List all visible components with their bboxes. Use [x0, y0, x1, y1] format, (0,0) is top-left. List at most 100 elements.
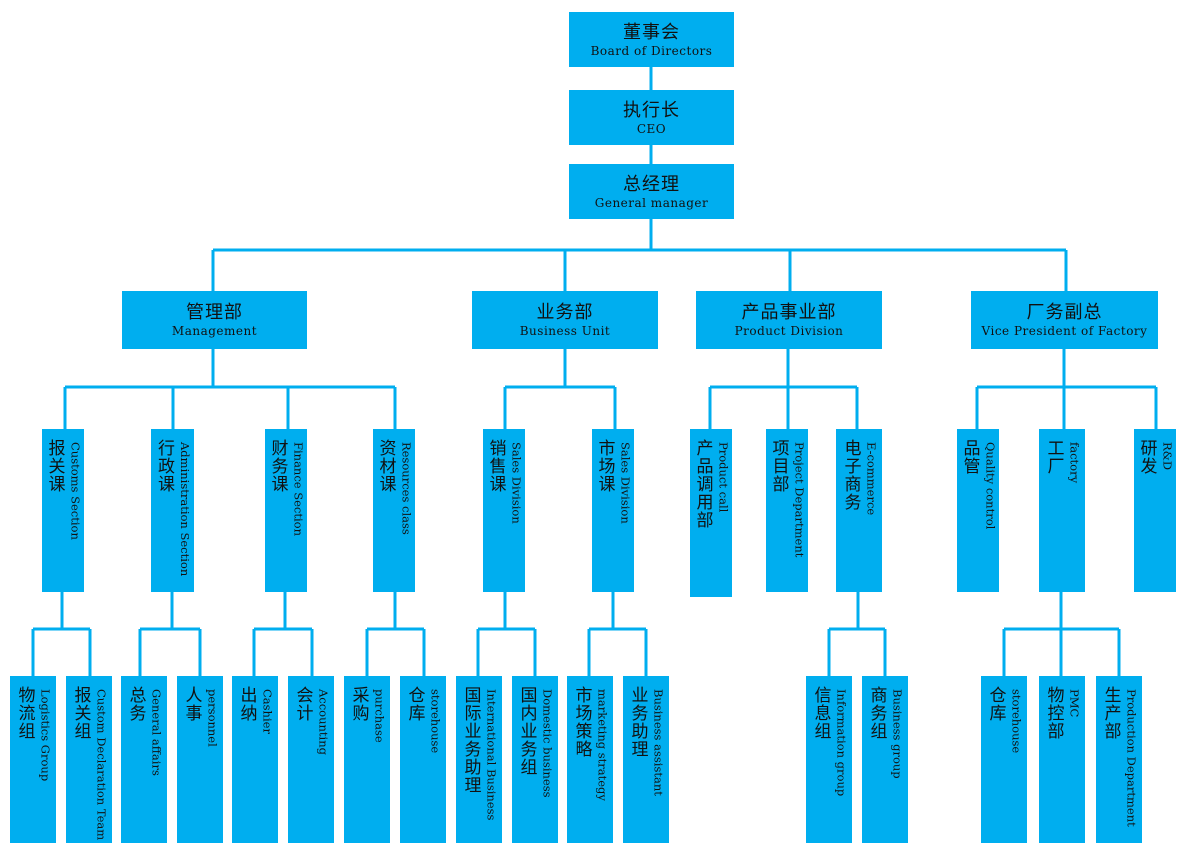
node-business-assistant: 业务助理 Business assistant: [623, 676, 669, 843]
node-label-en: Customs Section: [68, 442, 83, 540]
node-accounting: 会计 Accounting: [288, 676, 334, 843]
node-label-en: Sales Division: [618, 442, 633, 524]
node-label-en: General manager: [594, 195, 709, 210]
node-label-en: Finance Section: [291, 442, 306, 536]
node-label-cn: 电子商务: [840, 439, 861, 511]
node-quality-control: 品管 Quality control: [957, 429, 999, 592]
node-label-en: Business assistant: [651, 689, 666, 796]
node-label-en: Production Department: [1124, 689, 1139, 827]
node-label-en: Information group: [834, 689, 849, 797]
node-label-en: PMC: [1067, 689, 1082, 718]
node-board-of-directors: 董事会 Board of Directors: [569, 12, 734, 67]
node-factory: 工厂 factory: [1039, 429, 1085, 592]
node-label-en: Accounting: [316, 689, 331, 755]
node-rd: 研发 R&D: [1134, 429, 1176, 592]
node-label-en: CEO: [636, 121, 667, 136]
node-label-cn: 商务组: [866, 686, 887, 740]
node-label-cn: 市场策略: [571, 686, 592, 758]
node-product-division: 产品事业部 Product Division: [696, 291, 882, 349]
node-label-en: storehouse: [428, 689, 443, 754]
node-label-cn: 会计: [292, 686, 313, 722]
node-label-cn: 执行长: [623, 99, 680, 121]
node-label-en: International Business: [484, 689, 499, 821]
node-label-en: purchase: [372, 689, 387, 743]
node-label-cn: 市场课: [594, 439, 615, 493]
node-label-cn: 研发: [1136, 439, 1157, 475]
node-label-en: Product Division: [734, 324, 844, 338]
node-label-en: Project Department: [792, 442, 807, 558]
node-label-cn: 国内业务组: [516, 686, 537, 776]
node-finance-section: 财务课 Finance Section: [265, 429, 307, 592]
node-label-cn: 生产部: [1100, 686, 1121, 740]
node-label-cn: 物流组: [14, 686, 35, 740]
node-label-cn: 仓库: [404, 686, 425, 722]
node-ceo: 执行长 CEO: [569, 90, 734, 145]
node-label-cn: 出纳: [236, 686, 257, 722]
node-label-cn: 物控部: [1043, 686, 1064, 740]
node-label-en: Domestic business: [540, 689, 555, 798]
node-general-manager: 总经理 General manager: [569, 164, 734, 219]
node-label-cn: 采购: [348, 686, 369, 722]
node-project-department: 项目部 Project Department: [766, 429, 808, 592]
node-label-cn: 资材课: [375, 439, 396, 493]
node-label-cn: 信息组: [810, 686, 831, 740]
node-administration-section: 行政课 Administration Section: [151, 429, 194, 592]
node-label-cn: 财务课: [267, 439, 288, 493]
node-label-cn: 业务部: [536, 302, 594, 323]
node-sales-division: 销售课 Sales Division: [483, 429, 525, 592]
node-business-unit: 业务部 Business Unit: [472, 291, 658, 349]
node-label-cn: 报关课: [44, 439, 65, 493]
node-label-cn: 工厂: [1043, 439, 1064, 475]
node-label-en: marketing strategy: [595, 689, 610, 801]
node-custom-declaration-team: 报关组 Custom Declaration Team: [66, 676, 112, 843]
node-international-business: 国际业务助理 International Business: [456, 676, 502, 843]
node-customs-section: 报关课 Customs Section: [42, 429, 84, 592]
node-label-cn: 产品调用部: [692, 439, 713, 529]
node-purchase: 采购 purchase: [344, 676, 390, 843]
node-label-en: Product call: [716, 442, 731, 513]
node-label-cn: 销售课: [485, 439, 506, 493]
node-label-cn: 董事会: [623, 21, 680, 43]
node-storehouse: 仓库 storehouse: [400, 676, 446, 843]
node-pmc: 物控部 PMC: [1039, 676, 1085, 843]
node-label-cn: 报关组: [70, 686, 91, 740]
node-label-en: E-commerce: [864, 442, 879, 516]
node-label-cn: 项目部: [768, 439, 789, 493]
node-label-cn: 总务: [125, 686, 146, 722]
node-label-en: Sales Division: [509, 442, 524, 524]
node-label-cn: 业务助理: [627, 686, 648, 758]
node-label-en: Vice President of Factory: [981, 324, 1148, 338]
node-label-en: Business Unit: [519, 324, 611, 338]
node-label-en: Resources class: [399, 442, 414, 535]
node-label-cn: 产品事业部: [741, 302, 837, 323]
node-general-affairs: 总务 General affairs: [121, 676, 167, 843]
node-label-cn: 品管: [959, 439, 980, 475]
node-label-en: General affairs: [149, 689, 164, 776]
node-label-en: Management: [171, 324, 258, 338]
node-vp-factory: 厂务副总 Vice President of Factory: [971, 291, 1158, 349]
node-label-en: Cashier: [260, 689, 275, 734]
node-label-cn: 管理部: [186, 302, 243, 323]
node-label-cn: 国际业务助理: [460, 686, 481, 794]
node-label-en: Administration Section: [178, 442, 192, 577]
node-label-cn: 厂务副总: [1026, 302, 1103, 323]
node-label-en: Quality control: [983, 442, 998, 530]
node-label-cn: 仓库: [985, 686, 1006, 722]
node-domestic-business: 国内业务组 Domestic business: [512, 676, 558, 843]
node-storehouse-factory: 仓库 storehouse: [981, 676, 1027, 843]
node-label-en: storehouse: [1009, 689, 1024, 754]
node-label-en: Board of Directors: [590, 43, 713, 58]
node-resources-class: 资材课 Resources class: [373, 429, 415, 592]
node-information-group: 信息组 Information group: [806, 676, 852, 843]
node-business-group: 商务组 Business group: [862, 676, 908, 843]
node-logistics-group: 物流组 Logistics Group: [10, 676, 56, 843]
node-label-en: R&D: [1160, 442, 1175, 471]
node-management: 管理部 Management: [122, 291, 307, 349]
node-label-en: factory: [1067, 442, 1082, 484]
node-label-cn: 人事: [181, 686, 202, 722]
node-market-section: 市场课 Sales Division: [592, 429, 634, 592]
node-label-en: Logistics Group: [38, 689, 53, 782]
node-e-commerce: 电子商务 E-commerce: [836, 429, 882, 592]
